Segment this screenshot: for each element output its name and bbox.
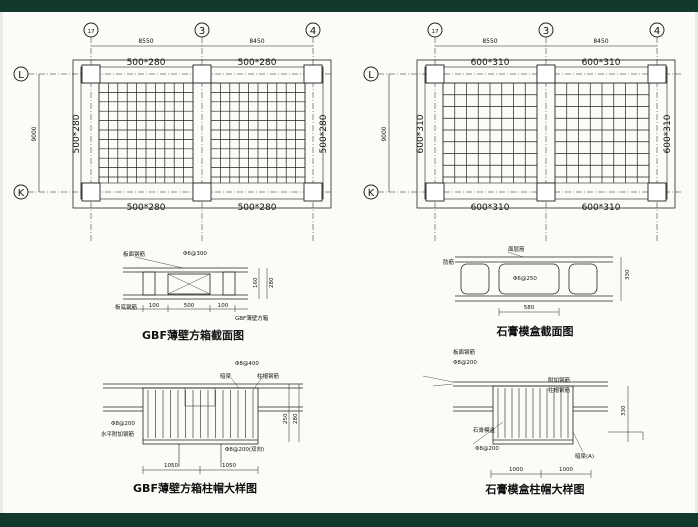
note-label: 板面钢筋: [453, 348, 476, 356]
dim-label: 8550: [482, 38, 497, 45]
plan-right-labels: 17 3 4 L K 8550 8450 9000 600*310 600*31…: [368, 26, 673, 213]
note-label: 柱帽钢筋: [548, 386, 571, 394]
plan-left-columns: [81, 64, 323, 202]
column: [192, 182, 212, 202]
dim-label: 8450: [593, 38, 608, 45]
dim-label: 250: [283, 413, 289, 424]
plan-right-columns: [425, 64, 667, 202]
note-label: 板底钢筋: [115, 303, 138, 311]
note-label: 暗梁: [220, 372, 232, 380]
note-label: Φ8@200: [453, 360, 477, 366]
beam-label: 500*280: [127, 203, 166, 213]
dim-label: 280: [269, 277, 275, 288]
detail-left-labels: Φ8@400 暗梁 柱帽钢筋 Φ8@200 水平附加钢筋 Φ8@200(双向) …: [101, 361, 299, 495]
caption-gypsum-section: 石膏模盒截面图: [496, 324, 574, 338]
column: [647, 64, 667, 84]
column: [303, 182, 323, 202]
beam-label: 600*310: [663, 114, 673, 153]
axis-label: L: [18, 70, 24, 81]
dim-label: 9000: [381, 126, 388, 141]
axis-label: 17: [432, 29, 439, 35]
note-label: Φ6@250: [513, 276, 537, 282]
drawing-canvas: 17 3 4 L K 8550 8450 9000 500*280 500*28…: [13, 22, 683, 496]
note-label: 柱帽钢筋: [257, 372, 280, 380]
dim-label: 8450: [249, 38, 264, 45]
beam-label: 600*310: [416, 114, 426, 153]
note-label: 暗梁(A): [575, 452, 594, 460]
plan-left: [13, 22, 333, 242]
axis-label: 4: [310, 26, 316, 37]
dim-label: 330: [621, 405, 627, 416]
section-right-drawing: [455, 251, 622, 316]
column: [647, 182, 667, 202]
beam-label: 500*280: [72, 114, 82, 153]
plan-right: [363, 22, 683, 242]
note-label: 面层筋: [508, 245, 525, 253]
plan-left-labels: 17 3 4 L K 8550 8450 9000 500*280 500*28…: [18, 26, 329, 213]
note-label: 附加钢筋: [548, 376, 571, 384]
caption-gbf-section: GBF薄壁方箱截面图: [142, 328, 244, 342]
dim-label: 330: [625, 269, 631, 280]
beam-label: 500*280: [238, 58, 277, 68]
dim-label: 580: [524, 305, 535, 311]
column: [536, 64, 556, 84]
caption-gbf-column-cap: GBF薄壁方箱柱帽大样图: [133, 481, 257, 495]
note-label: Φ8@200: [111, 421, 135, 427]
axis-label: K: [18, 188, 25, 199]
beam-label: 600*310: [471, 203, 510, 213]
dim-label: 9000: [31, 126, 38, 141]
section-left-labels: Φ6@300 板面钢筋 板底钢筋 GBF薄壁方箱 100 500 100 160…: [115, 250, 275, 342]
dim-label: 1000: [559, 467, 573, 473]
note-label: GBF薄壁方箱: [235, 314, 269, 322]
dim-label: 500: [184, 303, 195, 309]
dim-label: 100: [149, 303, 160, 309]
dim-label: 160: [253, 277, 259, 288]
caption-gypsum-column-cap: 石膏模盒柱帽大样图: [485, 482, 585, 496]
axis-label: 3: [543, 26, 549, 37]
column: [425, 182, 445, 202]
note-label: Φ8@200(双向): [225, 445, 264, 453]
column: [303, 64, 323, 84]
detail-left-stirrups: [147, 390, 254, 438]
beam-label: 500*280: [238, 203, 277, 213]
axis-label: 4: [654, 26, 660, 37]
note-label: 水平附加钢筋: [101, 430, 135, 438]
beam-label: 500*280: [319, 114, 329, 153]
axis-label: L: [368, 70, 374, 81]
note-label: 板面钢筋: [123, 250, 146, 258]
beam-label: 600*310: [582, 203, 621, 213]
dim-label: 1050: [222, 463, 236, 469]
beam-label: 500*280: [127, 58, 166, 68]
column: [81, 64, 101, 84]
column: [81, 182, 101, 202]
column: [536, 182, 556, 202]
dim-label: 8550: [138, 38, 153, 45]
detail-right-stirrups: [497, 388, 569, 438]
bottom-bar: [0, 513, 698, 527]
dim-label: 100: [218, 303, 229, 309]
note-label: 肋筋: [443, 258, 455, 266]
top-bar: [0, 0, 698, 12]
section-right-labels: 面层筋 肋筋 Φ6@250 580 330 石膏模盒截面图: [443, 245, 631, 338]
section-left-drawing: [123, 256, 268, 312]
note-label: Φ8@200: [475, 446, 499, 452]
note-label: Φ6@300: [183, 251, 207, 257]
dim-label: 1000: [509, 467, 523, 473]
detail-right-labels: 板面钢筋 Φ8@200 附加钢筋 柱帽钢筋 石膏模盒 Φ8@200 暗梁(A) …: [453, 348, 627, 496]
column: [192, 64, 212, 84]
dim-label: 1050: [164, 463, 178, 469]
note-label: 石膏模盒: [473, 426, 496, 434]
axis-label: 17: [88, 29, 95, 35]
plan-right-waffle-grid: [442, 82, 650, 183]
drawing-frame: 17 3 4 L K 8550 8450 9000 500*280 500*28…: [3, 12, 695, 513]
axis-label: K: [368, 188, 375, 199]
column: [425, 64, 445, 84]
note-label: Φ8@400: [235, 361, 259, 367]
beam-label: 600*310: [582, 58, 621, 68]
axis-label: 3: [199, 26, 205, 37]
beam-label: 600*310: [471, 58, 510, 68]
detail-left-drawing: [103, 375, 303, 474]
plan-left-waffle-grid: [98, 82, 306, 183]
dim-label: 280: [293, 413, 299, 424]
